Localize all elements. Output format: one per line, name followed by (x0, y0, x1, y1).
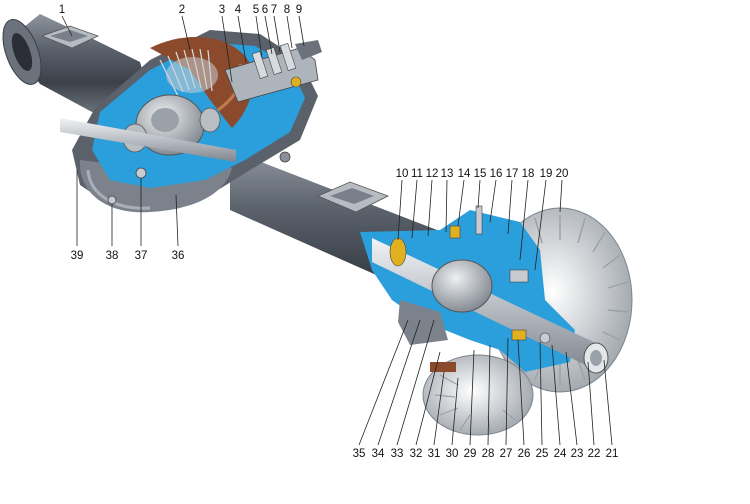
callout-22: 22 (588, 448, 601, 460)
callout-14: 14 (458, 168, 471, 180)
callout-1: 1 (59, 4, 65, 16)
callout-25: 25 (536, 448, 549, 460)
callout-8: 8 (284, 4, 290, 16)
callout-37: 37 (135, 250, 148, 262)
callout-21: 21 (606, 448, 619, 460)
leader-lines (61, 15, 613, 446)
final-drive-housing (60, 30, 322, 213)
callout-39: 39 (71, 250, 84, 262)
callout-10: 10 (396, 168, 409, 180)
callout-24: 24 (554, 448, 567, 460)
callout-19: 19 (540, 168, 553, 180)
callout-26: 26 (518, 448, 531, 460)
callout-3: 3 (219, 4, 225, 16)
callout-35: 35 (353, 448, 366, 460)
callout-23: 23 (571, 448, 584, 460)
callout-15: 15 (474, 168, 487, 180)
callout-12: 12 (426, 168, 439, 180)
callout-33: 33 (391, 448, 404, 460)
callout-17: 17 (506, 168, 519, 180)
callout-34: 34 (372, 448, 385, 460)
callout-31: 31 (428, 448, 441, 460)
callout-6: 6 (262, 4, 268, 16)
callout-9: 9 (296, 4, 302, 16)
callout-13: 13 (441, 168, 454, 180)
callout-5: 5 (253, 4, 259, 16)
callout-32: 32 (410, 448, 423, 460)
callout-38: 38 (106, 250, 119, 262)
callout-27: 27 (500, 448, 513, 460)
callout-16: 16 (490, 168, 503, 180)
callout-7: 7 (271, 4, 277, 16)
callout-30: 30 (446, 448, 459, 460)
callout-36: 36 (172, 250, 185, 262)
callout-18: 18 (522, 168, 535, 180)
callout-29: 29 (464, 448, 477, 460)
callout-11: 11 (411, 168, 423, 180)
callout-4: 4 (235, 4, 242, 16)
callout-2: 2 (179, 4, 185, 16)
callout-28: 28 (482, 448, 495, 460)
wheel-hub-and-brake (360, 205, 633, 436)
callout-20: 20 (556, 168, 569, 180)
